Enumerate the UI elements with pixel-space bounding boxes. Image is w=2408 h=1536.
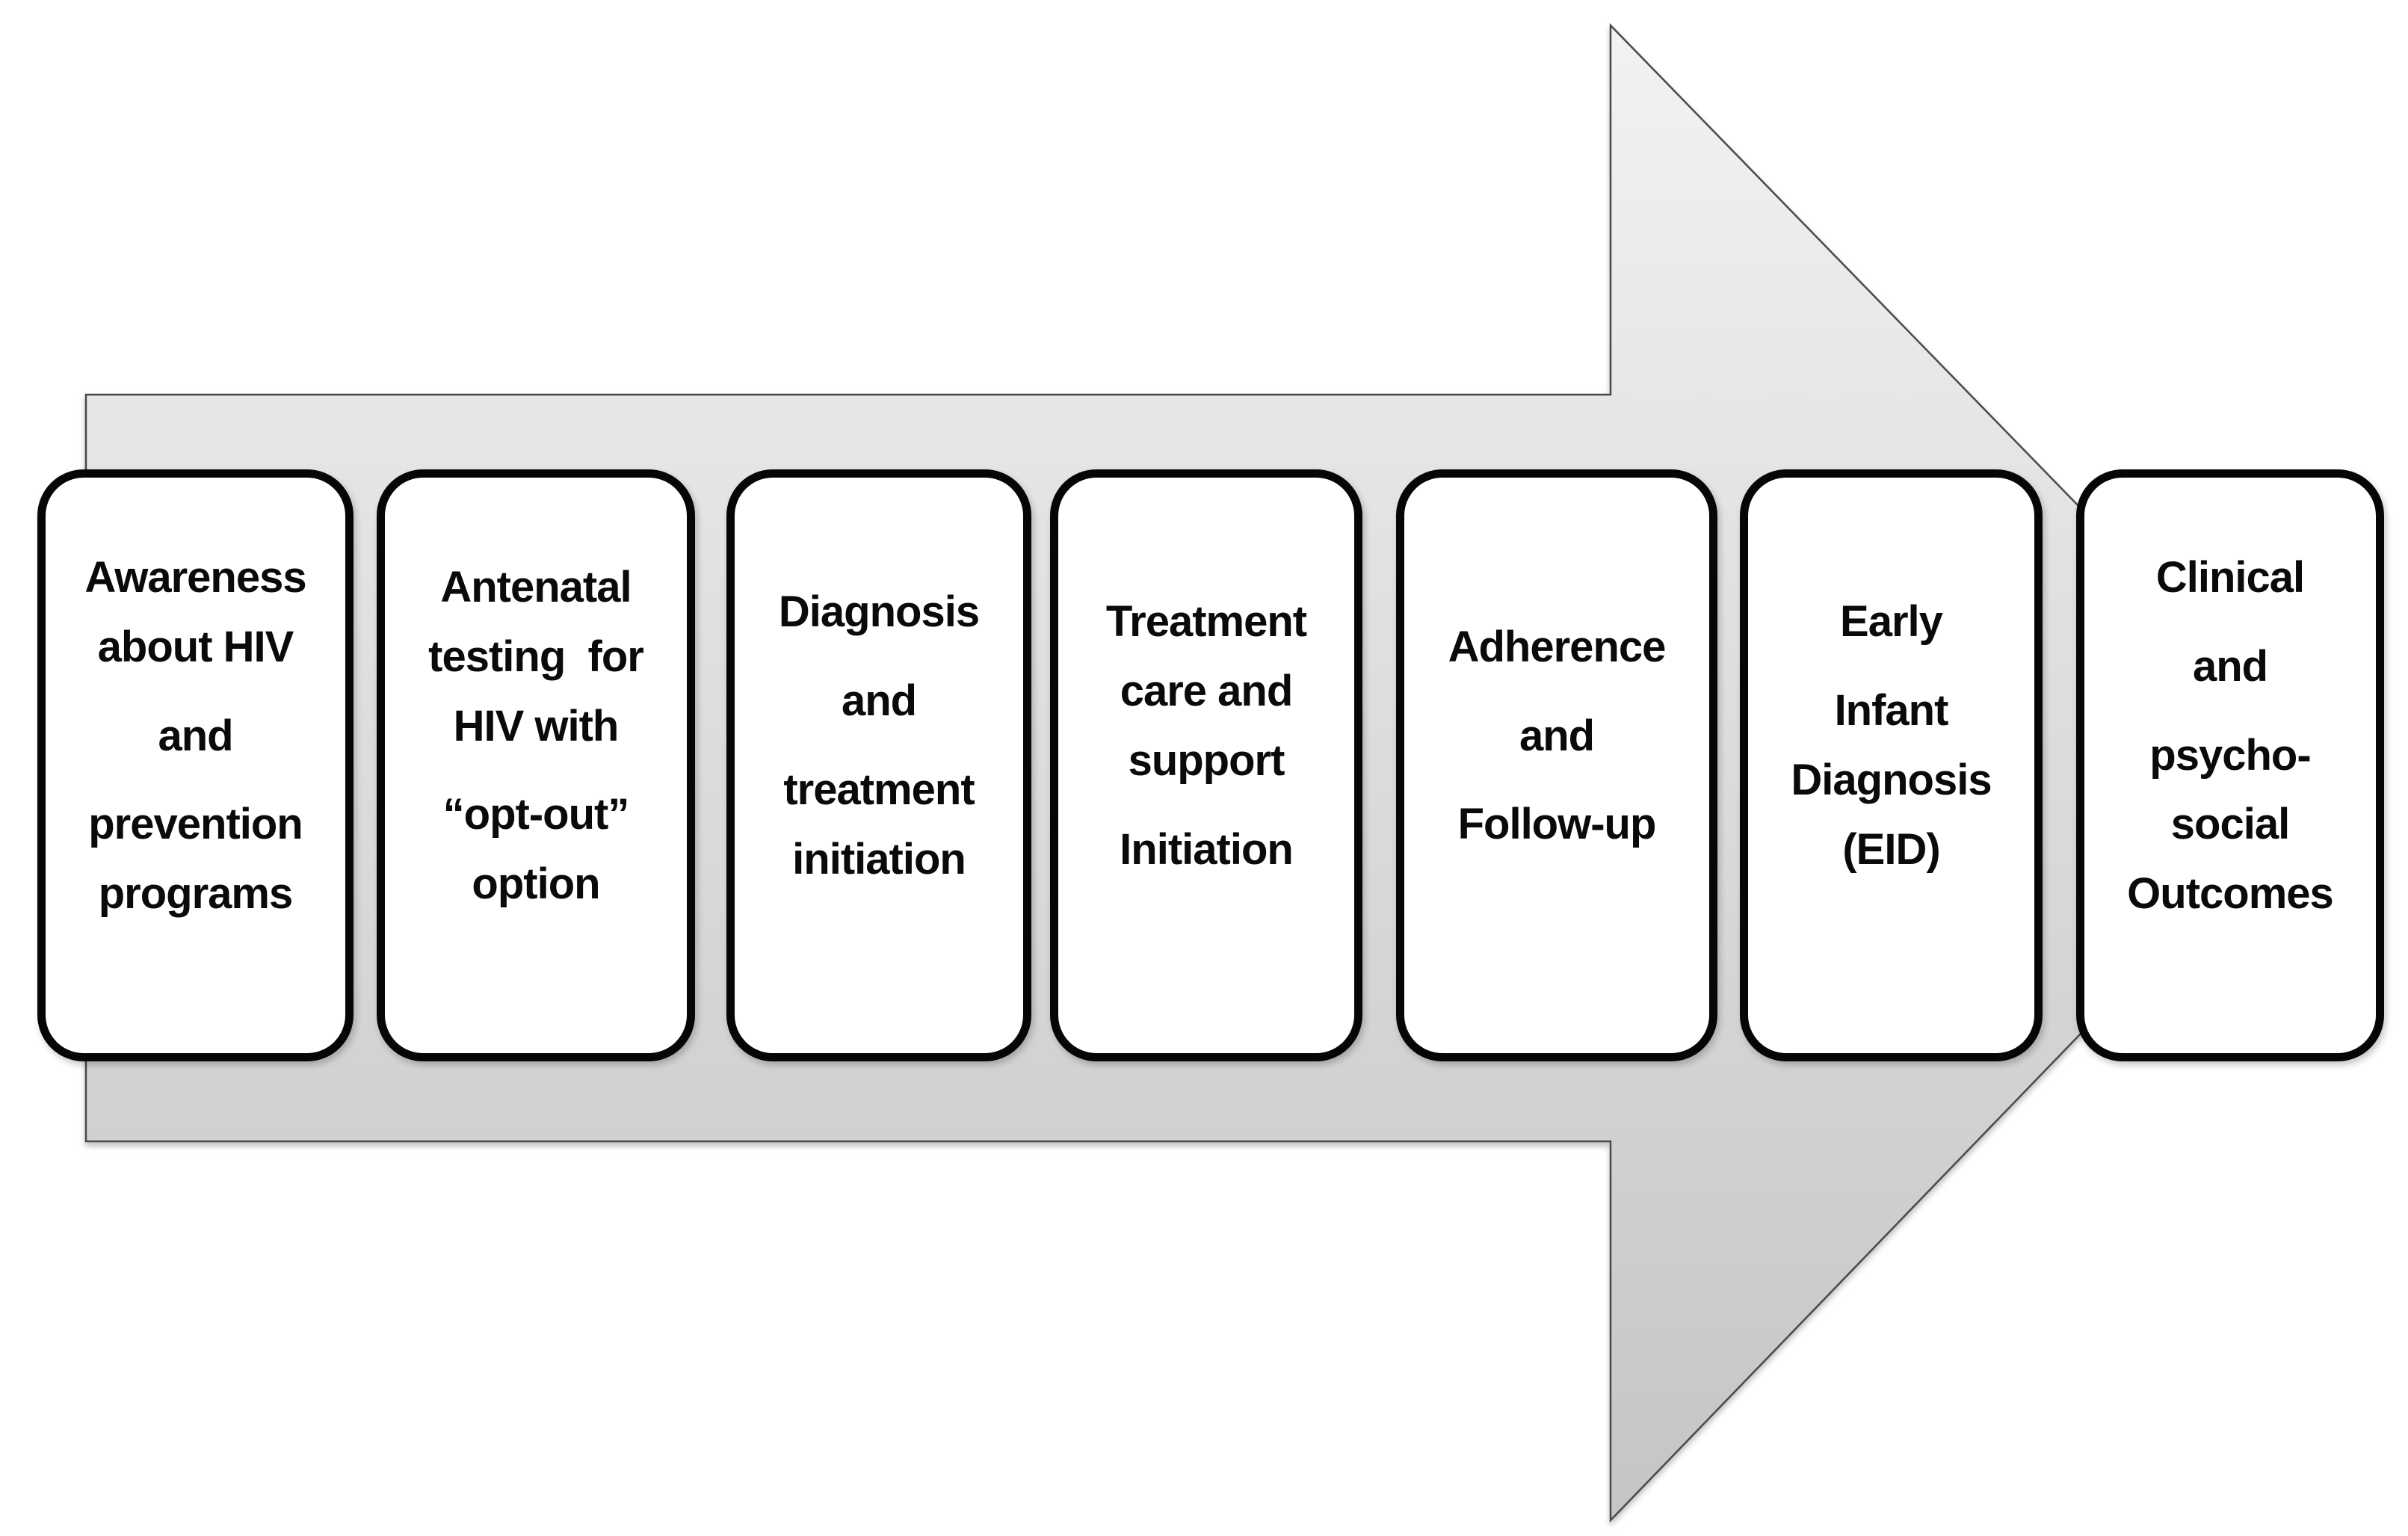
stage-text-line: option	[472, 860, 600, 909]
stage-box-diagnosis-treatment: Diagnosis and treatment initiation	[726, 469, 1031, 1061]
stage-paragraph: Diagnosis	[778, 578, 980, 647]
stage-paragraph: Follow-up	[1457, 790, 1657, 860]
stage-text-line: prevention	[88, 800, 303, 849]
stage-paragraph: Antenatal testing for HIV with	[428, 553, 644, 761]
stage-text-line: treatment	[783, 765, 975, 814]
stage-paragraph: Treatment care and support	[1105, 587, 1307, 795]
stage-text-line: support	[1128, 736, 1285, 785]
stage-box-awareness: Awareness about HIV and prevention progr…	[37, 469, 354, 1061]
stage-text-line: Early	[1840, 597, 1943, 647]
stage-text-line: “opt-out”	[442, 790, 630, 839]
stage-text-line: Diagnosis	[1791, 756, 1992, 804]
stage-text-line: Follow-up	[1457, 800, 1657, 849]
stage-text-line: Initiation	[1120, 824, 1294, 874]
stage-text-line: Treatment	[1105, 597, 1307, 647]
stage-text-line: Clinical	[2155, 553, 2305, 602]
stage-text-line: Diagnosis	[778, 587, 980, 637]
stage-paragraph: and	[841, 667, 917, 736]
stage-text-line: testing for	[428, 632, 644, 681]
stage-paragraph: “opt-out” option	[442, 780, 630, 919]
stage-paragraph: psycho- social Outcomes	[2127, 721, 2334, 929]
stage-paragraph: treatment initiation	[783, 756, 975, 895]
stage-text-line: Antenatal	[440, 563, 632, 611]
stage-text-line: and	[158, 711, 233, 760]
stage-text-line: (EID)	[1842, 824, 1940, 874]
stage-text-line: programs	[98, 869, 294, 919]
stage-paragraph: Clinical	[2155, 543, 2305, 613]
stage-text-line: and	[2192, 641, 2268, 691]
stage-box-early-infant-diagnosis: Early Infant Diagnosis (EID)	[1740, 469, 2043, 1061]
stage-text-line: psycho-	[2149, 730, 2311, 780]
stage-paragraph: and	[2192, 632, 2268, 702]
stage-paragraph: and	[158, 702, 233, 771]
stage-paragraph: and	[1519, 702, 1595, 771]
stage-paragraph: Initiation	[1120, 815, 1294, 885]
stage-paragraph: Awareness about HIV	[84, 543, 306, 682]
stage-text-line: Adherence	[1448, 622, 1667, 671]
stage-text-line: Outcomes	[2127, 869, 2334, 919]
stage-text-line: and	[1519, 711, 1595, 760]
stage-text-line: social	[2170, 800, 2290, 849]
stage-box-adherence-followup: Adherence and Follow-up	[1396, 469, 1717, 1061]
stage-text-line: about HIV	[97, 622, 294, 671]
stage-box-clinical-psychosocial-outcomes: Clinical and psycho- social Outcomes	[2076, 469, 2384, 1061]
stage-text-line: Infant	[1834, 686, 1949, 735]
stage-text-line: care and	[1120, 667, 1294, 716]
stage-paragraph: Adherence	[1448, 613, 1667, 682]
stage-text-line: HIV with	[453, 701, 620, 750]
stage-paragraph: Early	[1840, 587, 1943, 657]
stage-text-line: Awareness	[84, 553, 306, 602]
stage-paragraph: Infant Diagnosis (EID)	[1791, 676, 1992, 884]
stage-box-antenatal-testing: Antenatal testing for HIV with “opt-out”…	[377, 469, 695, 1061]
stage-text-line: and	[841, 676, 917, 726]
stage-text-line: initiation	[792, 834, 966, 883]
stage-box-treatment-care-support: Treatment care and support Initiation	[1050, 469, 1362, 1061]
stage-paragraph: prevention programs	[88, 790, 303, 929]
